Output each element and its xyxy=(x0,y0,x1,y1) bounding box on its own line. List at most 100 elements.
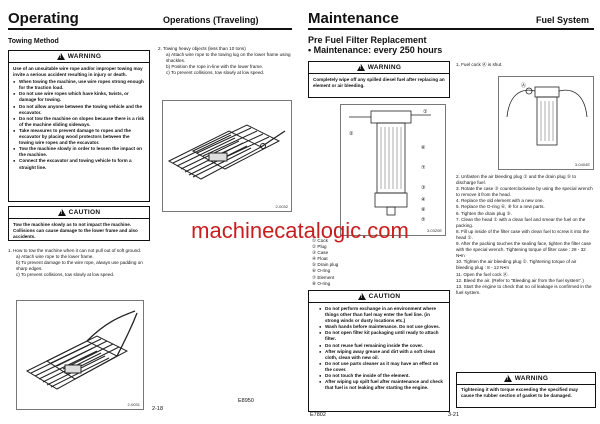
svg-text:④: ④ xyxy=(421,197,426,203)
step1-item: a) Attach wire rope to the lower frame. xyxy=(16,254,94,260)
crawler-shackle-illustration xyxy=(167,124,286,180)
caution-bullet: Do not perform exchange in an environmen… xyxy=(319,306,445,324)
figure-code: 2-0032 xyxy=(275,204,288,209)
step1-item: c) To prevent collisions, tow slowly at … xyxy=(16,272,115,278)
warning-bullet: Tow the machine slowly in order to lesse… xyxy=(13,146,145,158)
warning-box-torque: WARNING Tightening it with torque exceed… xyxy=(456,372,596,408)
caution-body: Do not perform exchange in an environmen… xyxy=(309,303,449,391)
step2: 2. Towing heavy objects (less than 10 to… xyxy=(158,46,292,76)
caution-header: CAUTION xyxy=(309,291,449,303)
step-2: 2. Unfasten the air bleeding plug ② and … xyxy=(456,174,577,186)
step-12: 12. Bleed the air. (Refer to "Bleeding a… xyxy=(456,277,584,283)
caution-bullet: Do not touch the inside of the element. xyxy=(319,373,445,379)
step-5: 5. Replace the O-ring ⑥, ⑧ for a new par… xyxy=(456,204,545,210)
part-item: ① Cock xyxy=(312,238,328,243)
svg-text:⑥: ⑥ xyxy=(421,145,426,151)
steps-list: 2. Unfasten the air bleeding plug ② and … xyxy=(456,174,594,296)
warning-label: WARNING xyxy=(514,375,549,382)
watermark: machinecatalogic.com xyxy=(191,218,409,243)
caution-icon xyxy=(357,293,366,300)
part-item: ⑤ Drain plug xyxy=(312,262,339,268)
warning-header: WARNING xyxy=(9,51,149,63)
page-number: 3-21 xyxy=(448,412,460,418)
header-rule xyxy=(308,28,594,30)
step2-item: a) Attach wire rope to the towing lug on… xyxy=(166,52,291,64)
svg-text:⑧: ⑧ xyxy=(421,207,426,213)
part-item: ④ Float xyxy=(312,256,328,262)
warning-body: Use of an unsuitable wire rope and/or im… xyxy=(9,63,149,174)
warning-bullet: Take measures to prevent damage to ropes… xyxy=(13,128,145,146)
part-item: ⑦ Element xyxy=(312,274,335,280)
svg-text:Ⓐ: Ⓐ xyxy=(521,82,526,89)
towing-figure-soft-ground: 2-0031 xyxy=(16,300,144,410)
warning-box: WARNING Completely wipe off any spilled … xyxy=(308,61,450,98)
step-7: 7. Clean the head ① with a clean fuel an… xyxy=(456,216,586,228)
warning-bullet: Do not allow anyone between the towing v… xyxy=(13,104,145,116)
crawler-rope-illustration xyxy=(25,310,138,390)
step-9: 9. After the packing touches the sealing… xyxy=(456,241,592,259)
towing-subtitle: Towing Method xyxy=(8,38,59,45)
fuel-cock-illustration: Ⓐ xyxy=(506,82,588,146)
fuel-cock-figure: Ⓐ 3-0404E xyxy=(498,76,594,170)
warning-bullet: Do not use wire ropes which have kinks, … xyxy=(13,91,145,103)
caution-box: CAUTION Do not perform exchange in an en… xyxy=(308,290,450,412)
chapter-title: Operating xyxy=(8,10,79,27)
caution-bullet: Wash hands before maintenance. Do not us… xyxy=(319,324,445,330)
step-8: 8. Fill up inside of the filter case wit… xyxy=(456,228,590,240)
chapter-title: Maintenance xyxy=(308,10,399,27)
step2-item: b) Position the rope in-line with the lo… xyxy=(166,64,264,70)
step-10: 10. Tighten the air bleeding plug ②. Tig… xyxy=(456,259,577,271)
step-4: 4. Replace the old element with a new on… xyxy=(456,198,544,204)
warning-header: WARNING xyxy=(457,373,595,385)
fuel-filter-illustration: ①②⑥ ⑦③④ ⑧⑤ xyxy=(349,109,431,223)
step1-title: 1. How to tow the machine when it can no… xyxy=(8,248,142,253)
warning-label: WARNING xyxy=(67,53,102,60)
step-13: 13. Start the engine to check that no oi… xyxy=(456,283,592,295)
figure-code: 3-0320E xyxy=(426,228,442,233)
step2-item: c) To prevent collisions, tow slowly at … xyxy=(166,70,265,76)
figure-code: 2-0031 xyxy=(127,402,140,407)
part-item: ⑧ O-ring xyxy=(312,280,331,286)
step-6: 6. Tighten the drain plug ⑤. xyxy=(456,210,512,216)
svg-text:⑦: ⑦ xyxy=(421,165,426,171)
warning-bullet: Connect the excavator and towing vehicle… xyxy=(13,158,145,170)
step-1: 1. Fuel cock Ⓐ is shut. xyxy=(456,62,503,67)
warning-box: WARNING Use of an unsuitable wire rope a… xyxy=(8,50,150,202)
warning-header: WARNING xyxy=(309,62,449,74)
caution-bullet: After wiping up spilt fuel after mainten… xyxy=(319,379,445,391)
caution-bullet: After wiping away grease and dirt with a… xyxy=(319,349,445,361)
caution-box: CAUTION Tow the machine slowly as to not… xyxy=(8,206,150,241)
page-subtitle: • Maintenance: every 250 hours xyxy=(308,45,443,55)
warning-bullet: When towing the machine, use wire ropes … xyxy=(13,79,145,91)
svg-text:②: ② xyxy=(349,131,354,137)
warning-label: WARNING xyxy=(367,64,402,71)
part-item: ② Plug xyxy=(312,244,327,250)
svg-text:③: ③ xyxy=(421,185,426,191)
caution-body: Tow the machine slowly as to not impact … xyxy=(13,222,138,240)
warning-icon xyxy=(356,64,365,71)
part-item: ⑥ O-ring xyxy=(312,268,331,274)
step1-item: b) To prevent damage to the wire rope, a… xyxy=(16,260,143,272)
model-code: E7802 xyxy=(310,412,326,418)
warning-intro: Use of an unsuitable wire rope and/or im… xyxy=(13,66,143,78)
warning-bullet: Do not tow the machine on slopes because… xyxy=(13,116,145,128)
right-page: Maintenance Fuel System Pre Fuel Filter … xyxy=(300,0,600,424)
step-11: 11. Open the fuel cock Ⓐ. xyxy=(456,271,509,277)
page-title: Pre Fuel Filter Replacement xyxy=(308,35,427,45)
caution-bullet: Do not open filter kit packaging until r… xyxy=(319,330,445,342)
warning-body: Completely wipe off any spilled diesel f… xyxy=(313,77,445,89)
warning-icon xyxy=(56,53,65,60)
step1-items: a) Attach wire rope to the lower frame. … xyxy=(8,254,150,278)
figure-code: 3-0404E xyxy=(574,162,590,167)
warning-icon xyxy=(503,375,512,382)
caution-icon xyxy=(57,209,66,216)
page-number: 2-18 xyxy=(152,406,164,412)
left-page: Operating Operations (Traveling) Towing … xyxy=(0,0,300,424)
section-title: Operations (Traveling) xyxy=(163,15,259,25)
section-title: Fuel System xyxy=(536,15,590,25)
caution-label: CAUTION xyxy=(68,209,101,216)
warning-body: Tightening it with torque exceeding the … xyxy=(461,387,579,399)
step-3: 3. Rotate the case ③ counterclockwise by… xyxy=(456,186,593,198)
svg-text:⑤: ⑤ xyxy=(421,217,426,223)
